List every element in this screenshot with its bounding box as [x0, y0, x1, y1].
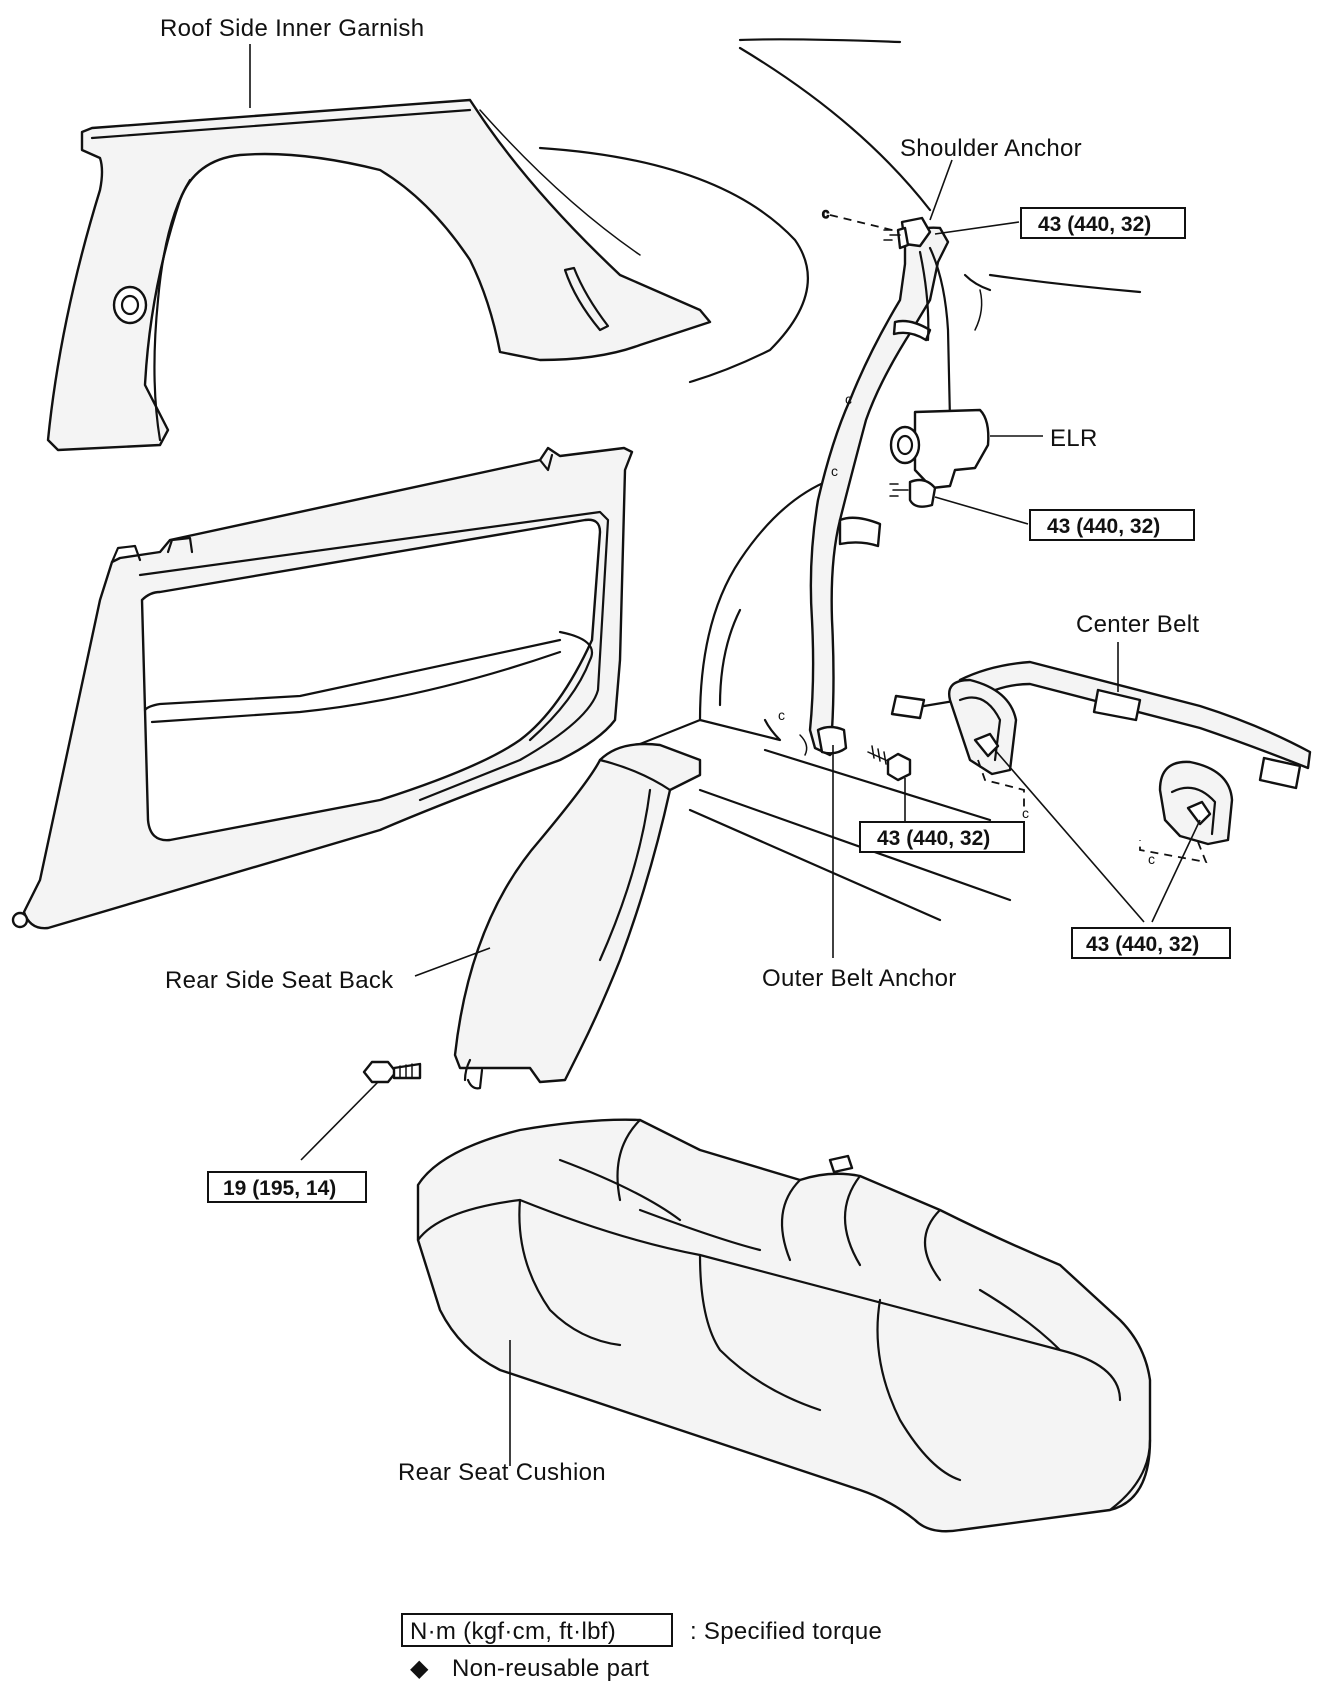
torque-box-outer-belt-anchor: 43 (440, 32) [859, 821, 1025, 853]
legend-torque-desc: : Specified torque [690, 1618, 882, 1645]
svg-text:c: c [1148, 851, 1155, 867]
outer-seat-belt [808, 216, 990, 757]
label-elr: ELR [1050, 425, 1098, 452]
rear-seat-cushion [416, 1118, 1152, 1533]
roof-side-inner-garnish [46, 98, 712, 452]
part-labels: Roof Side Inner Garnish Shoulder Anchor … [160, 15, 1199, 1486]
torque-center-belt-value: 43 (440, 32) [1086, 933, 1199, 956]
legend: N·m (kgf·cm, ft·lbf) : Specified torque … [401, 1613, 882, 1682]
torque-shoulder-anchor-value: 43 (440, 32) [1038, 213, 1151, 236]
svg-text:c: c [822, 205, 829, 221]
svg-text:c: c [778, 707, 785, 723]
torque-box-center-belt: 43 (440, 32) [1071, 927, 1231, 959]
clip-markers: c c c c c c [778, 204, 1208, 867]
torque-seat-back-value: 19 (195, 14) [223, 1177, 336, 1200]
quarter-trim-panel [11, 446, 634, 930]
seat-back-bolt [362, 1060, 422, 1084]
svg-text:c: c [1022, 805, 1029, 821]
outer-belt-anchor-bolt [867, 745, 912, 782]
label-outer-belt-anchor: Outer Belt Anchor [762, 965, 957, 992]
leader-lines [249, 44, 1201, 1466]
torque-box-elr: 43 (440, 32) [1029, 509, 1195, 541]
body-outline [538, 38, 1142, 922]
svg-text:c: c [845, 391, 852, 407]
legend-nonreusable-desc: Non-reusable part [452, 1655, 649, 1682]
label-center-belt: Center Belt [1076, 611, 1199, 638]
center-belt [890, 660, 1312, 846]
label-shoulder-anchor: Shoulder Anchor [900, 135, 1082, 162]
label-rear-side-seat-back: Rear Side Seat Back [165, 967, 394, 994]
legend-nonreusable-symbol: ◆ [410, 1655, 429, 1682]
torque-outer-belt-anchor-value: 43 (440, 32) [877, 827, 990, 850]
torque-specs: 43 (440, 32) 43 (440, 32) 43 (440, 32) 4… [207, 207, 1231, 1203]
legend-torque-unit: N·m (kgf·cm, ft·lbf) [410, 1618, 616, 1645]
label-rear-seat-cushion: Rear Seat Cushion [398, 1459, 606, 1486]
label-roof-side-inner-garnish: Roof Side Inner Garnish [160, 15, 424, 42]
legend-torque-unit-box [401, 1613, 673, 1647]
rear-side-seat-back [453, 742, 702, 1090]
svg-text:c: c [831, 463, 838, 479]
torque-elr-value: 43 (440, 32) [1047, 515, 1160, 538]
torque-box-shoulder-anchor: 43 (440, 32) [1020, 207, 1186, 239]
torque-box-seat-back: 19 (195, 14) [207, 1171, 367, 1203]
